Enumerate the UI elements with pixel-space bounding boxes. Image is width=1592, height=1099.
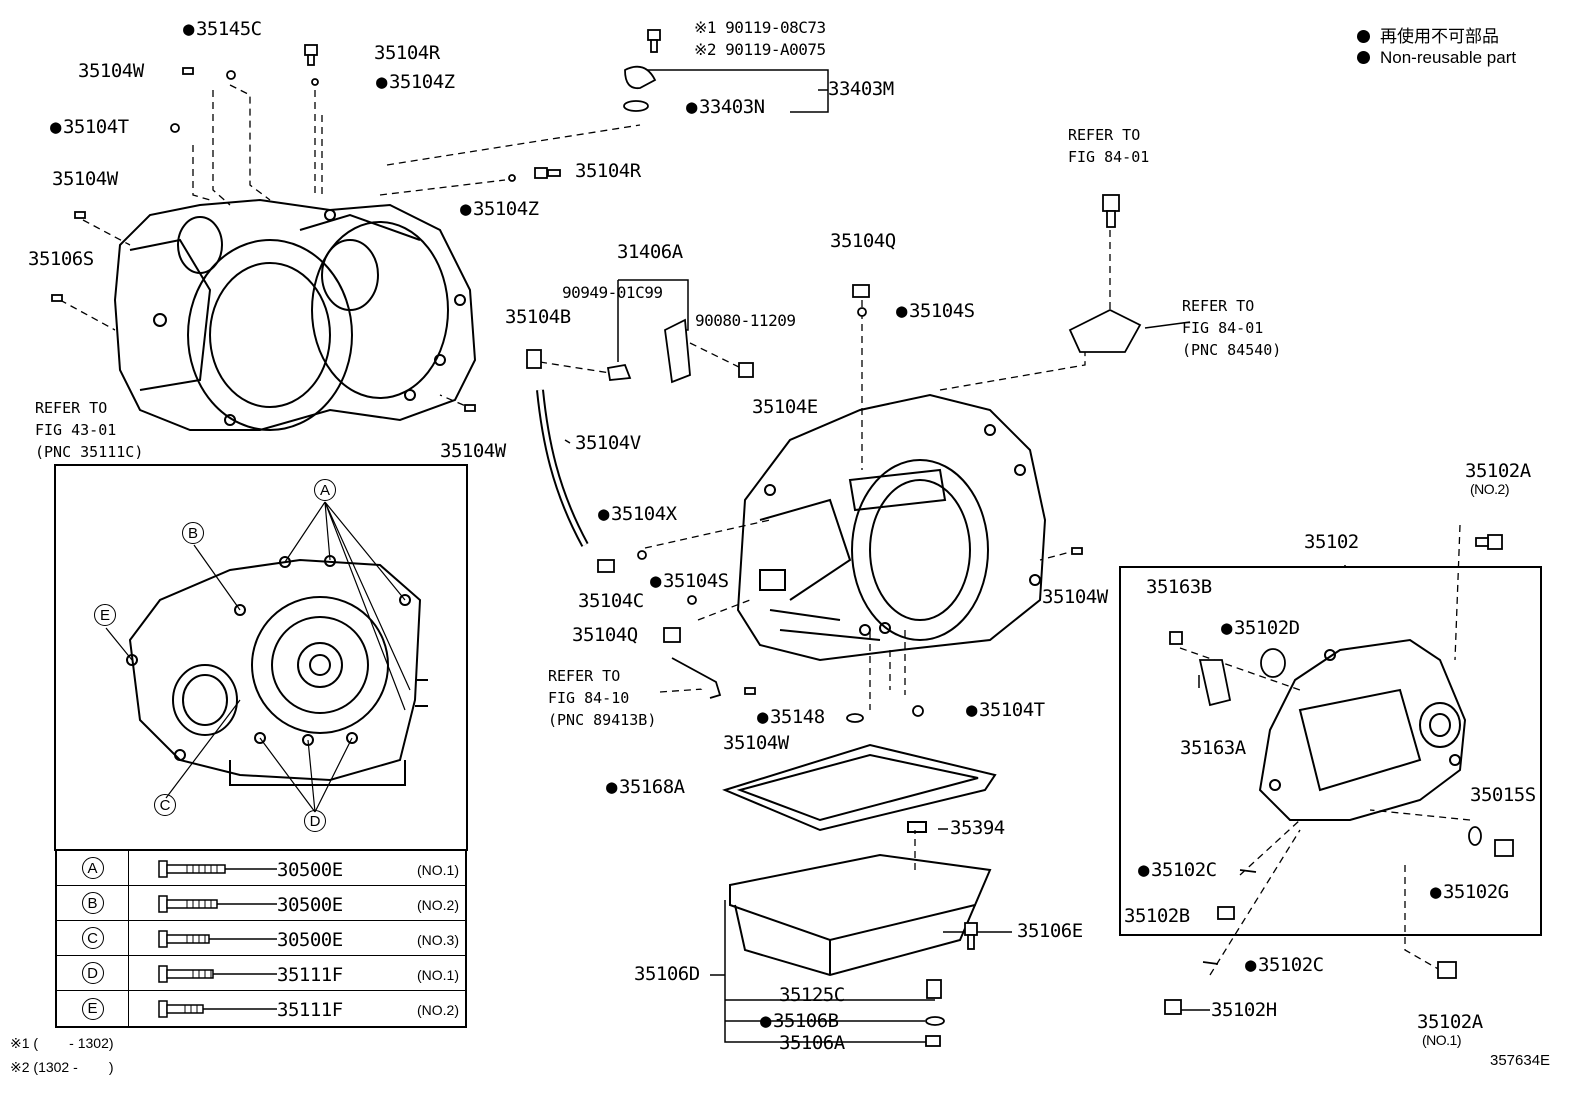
part-label-35104Z[interactable]: 35104Z [460,200,539,219]
part-label-35102C[interactable]: 35102C [1138,861,1217,880]
bolt-part-number[interactable]: 30500E [277,859,343,881]
callout-e: E [94,604,116,626]
oil-pan-gasket-illustration [722,743,997,832]
part-label-35104V[interactable]: 35104V [575,432,641,454]
part-label-35104Q[interactable]: 35104Q [572,624,638,646]
part-label-35104T[interactable]: 35104T [50,118,129,137]
part-label-35102C[interactable]: 35102C [1245,956,1324,975]
bolt-key: C [81,927,104,949]
part-label-35104W[interactable]: 35104W [440,440,506,462]
footnote-2: ※2 (1302 - ) [10,1059,114,1075]
bolt-table-row[interactable]: B 30500E (NO.2) [57,886,465,921]
legend-non-reusable-jp: 再使用不可部品 [1357,22,1499,47]
part-label-35104S[interactable]: 35104S [896,302,975,321]
part-label-35168A[interactable]: 35168A [606,778,685,797]
part-label-35125C[interactable]: 35125C [779,984,845,1006]
callout-b: B [182,522,204,544]
bolt-table-row[interactable]: A 30500E (NO.1) [57,851,465,886]
part-label-31406A[interactable]: 31406A [617,241,683,263]
part-label-35102B[interactable]: 35102B [1124,905,1190,927]
part-label-35102[interactable]: 35102 [1304,531,1359,553]
bolt-icon [158,1000,277,1018]
bolt-part-number[interactable]: 35111F [277,964,343,986]
part-label-35104W[interactable]: 35104W [1042,586,1108,608]
bolt-icon [158,895,277,913]
part-label-33403N[interactable]: 33403N [686,98,765,117]
part-label-90119-08C73[interactable]: ※1 90119-08C73 [694,18,826,37]
part-label-35148[interactable]: 35148 [757,708,825,727]
part-label-35104W[interactable]: 35104W [78,60,144,82]
figure-id: 357634E [1490,1052,1551,1069]
part-label-35102D[interactable]: 35102D [1221,619,1300,638]
part-label-35106D[interactable]: 35106D [634,963,700,985]
refer-fig-43-01[interactable]: REFER TO FIG 43-01 (PNC 35111C) [35,399,144,461]
bolt-key: D [81,962,104,984]
bolt-note: (NO.1) [417,967,459,983]
part-label-35163A[interactable]: 35163A [1180,737,1246,759]
transmission-case-illustration [736,393,1047,662]
refer-fig-84-10[interactable]: REFER TO FIG 84-10 (PNC 89413B) [548,667,657,729]
refer-fig-84-01-pnc[interactable]: REFER TO FIG 84-01 (PNC 84540) [1182,297,1282,359]
bolt-icon [158,860,277,878]
bolt-icon [158,930,277,948]
bolt-key: A [81,857,104,879]
part-label-35104E[interactable]: 35104E [752,396,818,418]
part-label-35104R[interactable]: 35104R [374,42,440,64]
part-label-35102A[interactable]: 35102A [1465,460,1531,482]
callout-a: A [314,479,336,501]
bolt-note: (NO.2) [417,1002,459,1018]
part-label-35106A[interactable]: 35106A [779,1032,845,1054]
bolt-table-row[interactable]: D 35111F (NO.1) [57,956,465,991]
bolt-table-row[interactable]: C 30500E (NO.3) [57,921,465,956]
bolt-part-number[interactable]: 35111F [277,999,343,1021]
callout-d: D [304,810,326,832]
bolt-key: B [81,892,104,914]
bolt-icon [158,965,277,983]
bolt-table-row[interactable]: E 35111F (NO.2) [57,991,465,1026]
bolt-note: (NO.3) [417,932,459,948]
part-label-35102A[interactable]: 35102A [1417,1011,1483,1033]
bolt-note: (NO.2) [417,897,459,913]
part-label-35104B[interactable]: 35104B [505,306,571,328]
part-label-90080-11209[interactable]: 90080-11209 [695,311,796,330]
extension-housing-illustration [1258,638,1467,821]
part-label-35163B[interactable]: 35163B [1146,576,1212,598]
part-label-35104X[interactable]: 35104X [598,505,677,524]
part-label-35102H[interactable]: 35102H [1211,999,1277,1021]
transaxle-housing-illustration [113,198,477,431]
bolt-part-number[interactable]: 30500E [277,894,343,916]
refer-fig-84-01[interactable]: REFER TO FIG 84-01 [1068,126,1150,166]
part-label-35104S[interactable]: 35104S [650,572,729,591]
part-label-35106S[interactable]: 35106S [28,248,94,270]
part-label-35104Q[interactable]: 35104Q [830,230,896,252]
part-label-35104W[interactable]: 35104W [52,168,118,190]
part-label-35104W[interactable]: 35104W [723,732,789,754]
part-label-35015S[interactable]: 35015S [1470,784,1536,806]
bolt-part-number[interactable]: 30500E [277,929,343,951]
part-label-35104Z[interactable]: 35104Z [376,73,455,92]
legend-non-reusable-en: Non-reusable part [1357,48,1516,68]
part-label-35104T[interactable]: 35104T [966,701,1045,720]
part-label-35102G[interactable]: 35102G [1430,883,1509,902]
part-label-90949-01C99[interactable]: 90949-01C99 [562,283,663,302]
bolt-key: E [81,997,104,1020]
part-label-35106B[interactable]: 35106B [760,1012,839,1031]
footnote-1: ※1 ( - 1302) [10,1035,114,1051]
oil-pan-illustration [729,821,992,977]
part-label-35145C[interactable]: 35145C [183,20,262,39]
part-label-35394[interactable]: 35394 [950,817,1005,839]
part-note-35102A-no2: (NO.2) [1470,481,1510,497]
part-label-35104C[interactable]: 35104C [578,590,644,612]
part-label-35106E[interactable]: 35106E [1017,920,1083,942]
bolt-table: A 30500E (NO.1) B 30500E (NO.2) C 30500E… [55,849,467,1028]
bolt-note: (NO.1) [417,862,459,878]
part-note-35102A-no1: (NO.1) [1422,1032,1462,1048]
assembled-transaxle-illustration [126,555,428,786]
callout-c: C [154,794,176,816]
part-label-33403M[interactable]: 33403M [828,78,894,100]
part-label-35104R[interactable]: 35104R [575,160,641,182]
part-label-90119-A0075[interactable]: ※2 90119-A0075 [694,40,826,59]
